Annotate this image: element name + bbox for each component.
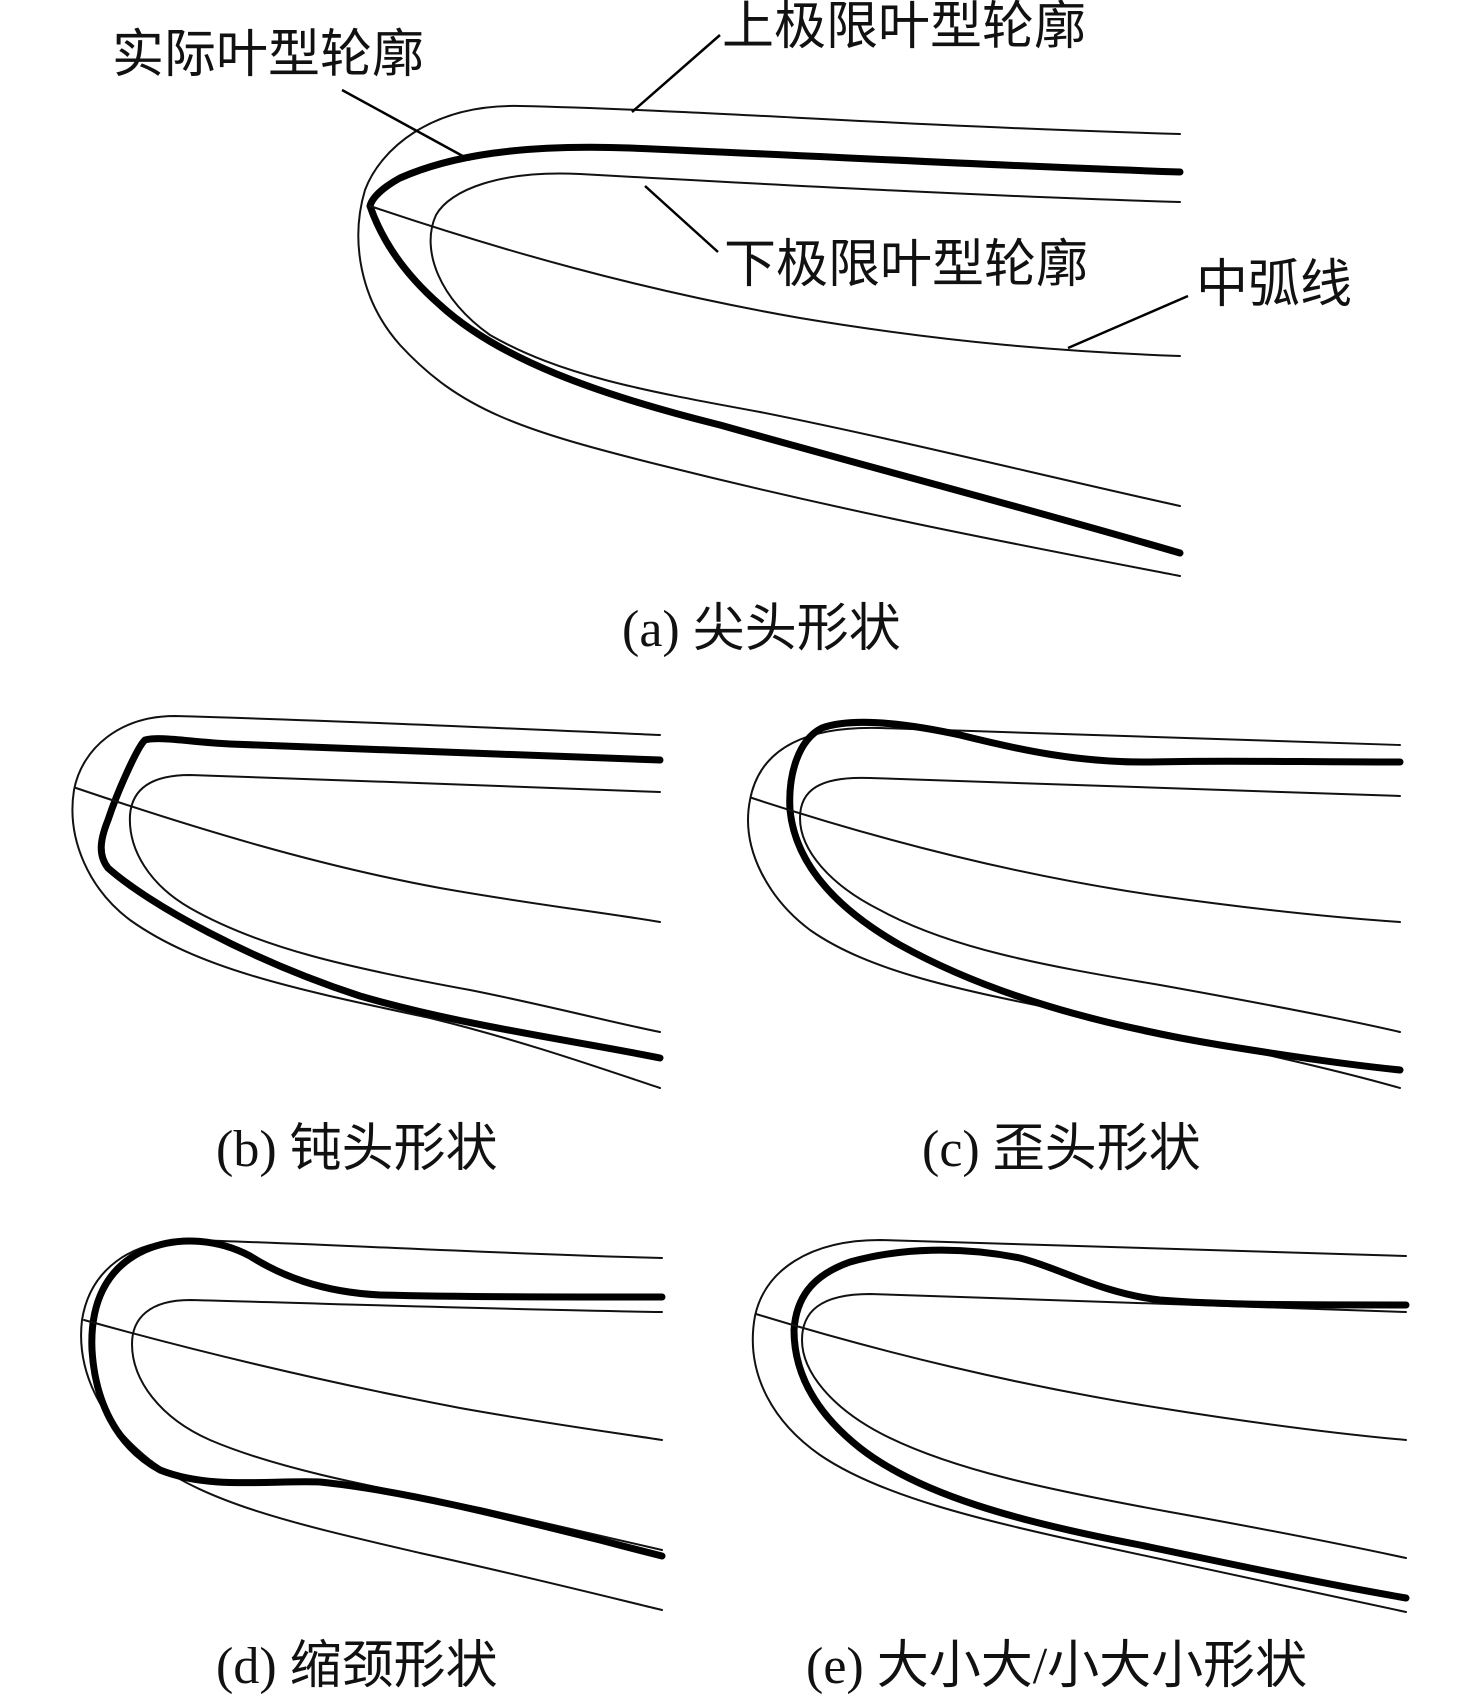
panel-c-camber-line bbox=[751, 797, 1401, 923]
panel-d-camber-line bbox=[83, 1319, 663, 1441]
panel-c: (c) 歪头形状 bbox=[747, 718, 1404, 1178]
panel-e: (e) 大小大/小大小形状 bbox=[751, 1239, 1410, 1695]
label-upper-limit-contour: 上极限叶型轮廓 bbox=[722, 0, 1086, 57]
panel-e-lower-limit-contour bbox=[801, 1293, 1407, 1559]
panel-a-leader-actual bbox=[341, 88, 471, 162]
panel-e-upper-limit-contour bbox=[751, 1239, 1407, 1613]
panel-b-actual-contour bbox=[97, 735, 664, 1062]
panel-d-actual-contour bbox=[88, 1237, 666, 1560]
label-lower-limit-contour: 下极限叶型轮廓 bbox=[724, 235, 1088, 295]
panel-a-leader-camber bbox=[1067, 294, 1189, 350]
panel-e-actual-contour bbox=[790, 1246, 1410, 1602]
panel-a-camber-line bbox=[369, 205, 1181, 357]
caption-a: (a) 尖头形状 bbox=[622, 601, 901, 658]
caption-d: (d) 缩颈形状 bbox=[216, 1638, 498, 1695]
panel-b-upper-limit-contour bbox=[71, 715, 661, 1089]
label-camber-line: 中弧线 bbox=[1196, 255, 1352, 315]
panel-d: (d) 缩颈形状 bbox=[80, 1237, 666, 1695]
panel-b-camber-line bbox=[75, 787, 661, 923]
panel-a-leader-upper bbox=[631, 34, 721, 113]
panel-b-lower-limit-contour bbox=[128, 774, 661, 1033]
caption-b: (b) 钝头形状 bbox=[216, 1121, 498, 1178]
panel-b: (b) 钝头形状 bbox=[71, 715, 664, 1178]
panel-c-lower-limit-contour bbox=[799, 776, 1401, 1033]
caption-e: (e) 大小大/小大小形状 bbox=[806, 1638, 1307, 1695]
panel-e-camber-line bbox=[755, 1313, 1407, 1441]
label-actual-contour: 实际叶型轮廓 bbox=[112, 25, 424, 85]
panel-a-actual-contour bbox=[366, 143, 1184, 557]
panel-d-lower-limit-contour bbox=[131, 1299, 663, 1551]
panel-a-lower-limit-contour bbox=[429, 172, 1181, 507]
caption-c: (c) 歪头形状 bbox=[922, 1121, 1201, 1178]
panel-a-upper-limit-contour bbox=[357, 104, 1181, 577]
panel-c-actual-contour bbox=[786, 718, 1404, 1074]
panel-a-leader-lower bbox=[644, 185, 719, 253]
panel-d-upper-limit-contour bbox=[80, 1239, 663, 1611]
panel-a: 实际叶型轮廓 上极限叶型轮廓 下极限叶型轮廓 中弧线 (a) 尖头形状 bbox=[112, 0, 1352, 658]
